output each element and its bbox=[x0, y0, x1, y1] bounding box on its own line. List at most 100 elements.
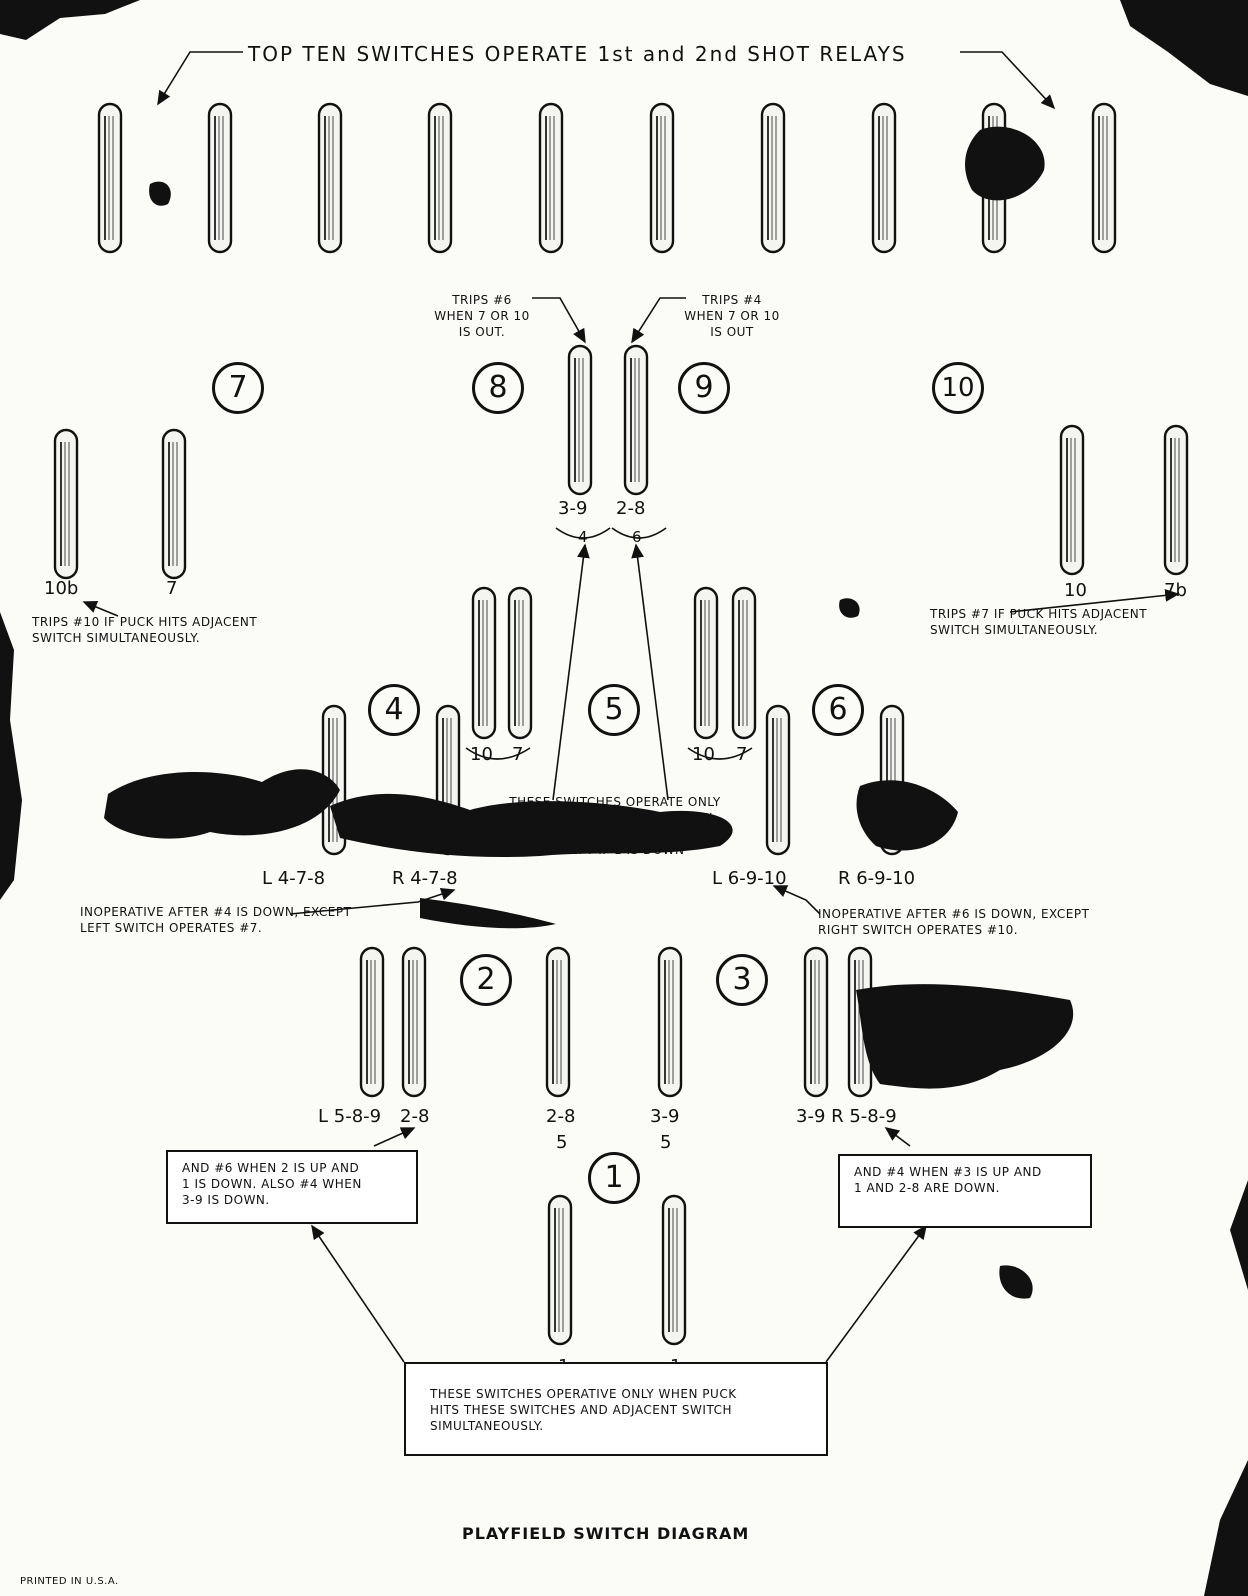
label-10-group5-right: 10 bbox=[692, 744, 715, 765]
note-box-bottom-line: SIMULTANEOUSLY. bbox=[430, 1419, 544, 1433]
note-box-bottom: THESE SWITCHES OPERATIVE ONLY WHEN PUCK … bbox=[404, 1362, 828, 1456]
note-trips-4-line: TRIPS #4 bbox=[702, 293, 762, 307]
note-box-bottom-line: HITS THESE SWITCHES AND ADJACENT SWITCH bbox=[430, 1403, 732, 1417]
arc-2-8 bbox=[611, 527, 667, 539]
note-center-line: THESE SWITCHES OPERATE ONLY bbox=[509, 795, 721, 809]
switch-pill bbox=[359, 946, 385, 1098]
circle-10: 10 bbox=[932, 362, 984, 414]
stain-band-left bbox=[104, 769, 340, 839]
stain-small-1 bbox=[149, 181, 171, 206]
stain-lower-right bbox=[856, 984, 1074, 1089]
switch-pill bbox=[731, 586, 757, 740]
switch-pill bbox=[471, 586, 497, 740]
stain-corner-br bbox=[1204, 1460, 1248, 1596]
note-trips-10-line: TRIPS #10 IF PUCK HITS ADJACENT bbox=[32, 615, 258, 629]
note-center: THESE SWITCHES OPERATE ONLY WHEN 1 IS DO… bbox=[470, 794, 760, 858]
switch-pill bbox=[97, 102, 123, 254]
label-l-5-8-9: L 5-8-9 bbox=[318, 1106, 382, 1127]
center-leader-left bbox=[552, 543, 590, 801]
switch-pill bbox=[53, 428, 79, 580]
stain-band-right bbox=[856, 780, 958, 851]
note-center-line: EXCEPT IF 1 IS DOWN bbox=[545, 843, 685, 857]
switch-pill bbox=[1163, 424, 1189, 576]
note-inoperative-4: INOPERATIVE AFTER #4 IS DOWN, EXCEPT LEF… bbox=[80, 904, 351, 936]
switch-pill bbox=[317, 102, 343, 254]
center-leader-right bbox=[631, 543, 669, 801]
trips7-leader bbox=[1009, 589, 1180, 613]
switch-pill bbox=[401, 946, 427, 1098]
switch-pill bbox=[427, 102, 453, 254]
note-trips-4: TRIPS #4 WHEN 7 OR 10 IS OUT bbox=[662, 292, 802, 340]
label-5-center-left: 5 bbox=[556, 1132, 568, 1153]
label-3-9-center: 3-9 bbox=[650, 1106, 680, 1127]
box-bottom-leader-right bbox=[825, 1224, 927, 1363]
switch-pill bbox=[693, 586, 719, 740]
label-7-group5-left: 7 bbox=[512, 744, 524, 765]
switch-pill bbox=[657, 946, 683, 1098]
trips10-leader bbox=[82, 600, 119, 617]
stain-left-edge bbox=[0, 612, 22, 900]
circle-2: 2 bbox=[460, 954, 512, 1006]
circle-8: 8 bbox=[472, 362, 524, 414]
stain-corner-tr bbox=[1120, 0, 1248, 96]
switch-pill bbox=[623, 344, 649, 496]
switch-pill bbox=[161, 428, 187, 580]
note-trips-7-line: SWITCH SIMULTANEOUSLY. bbox=[930, 623, 1099, 637]
box-left-leader bbox=[373, 1127, 416, 1147]
circle-1: 1 bbox=[588, 1152, 640, 1204]
trips6-leader bbox=[532, 297, 586, 344]
circle-7: 7 bbox=[212, 362, 264, 414]
note-inoperative-4-line: INOPERATIVE AFTER #4 IS DOWN, EXCEPT bbox=[80, 905, 352, 919]
switch-pill bbox=[547, 1194, 573, 1346]
stain-top-right bbox=[965, 126, 1045, 201]
switch-pill bbox=[661, 1194, 687, 1346]
note-trips-4-line: WHEN 7 OR 10 bbox=[684, 309, 780, 323]
footer-printed: PRINTED IN U.S.A. bbox=[20, 1576, 119, 1587]
note-trips-6-line: IS OUT. bbox=[458, 325, 506, 339]
note-box-right-line: AND #4 WHEN #3 IS UP AND bbox=[854, 1165, 1042, 1179]
note-trips-6-line: TRIPS #6 bbox=[452, 293, 512, 307]
arc-3-9 bbox=[555, 527, 611, 539]
label-2-8-left: 2-8 bbox=[400, 1106, 430, 1127]
switch-pill bbox=[803, 946, 829, 1098]
label-6: 6 bbox=[632, 528, 642, 546]
note-trips-10-line: SWITCH SIMULTANEOUSLY. bbox=[32, 631, 201, 645]
note-box-left-text: AND #6 WHEN 2 IS UP AND 1 IS DOWN. ALSO … bbox=[182, 1160, 362, 1208]
label-3-9-r-5-8-9: 3-9 R 5-8-9 bbox=[796, 1106, 897, 1127]
label-r-6-9-10: R 6-9-10 bbox=[838, 868, 916, 889]
title-leader-left bbox=[157, 51, 243, 106]
circle-4: 4 bbox=[368, 684, 420, 736]
inop4-leader bbox=[289, 887, 456, 915]
note-center-line: WHEN 1 IS DOWN. ALSO THEY bbox=[517, 811, 713, 825]
note-box-right-text: AND #4 WHEN #3 IS UP AND 1 AND 2-8 ARE D… bbox=[854, 1164, 1042, 1196]
inop6-leader bbox=[772, 885, 821, 915]
note-trips-6: TRIPS #6 WHEN 7 OR 10 IS OUT. bbox=[412, 292, 552, 340]
note-box-left-line: 1 IS DOWN. ALSO #4 WHEN bbox=[182, 1177, 362, 1191]
note-inoperative-6: INOPERATIVE AFTER #6 IS DOWN, EXCEPT RIG… bbox=[818, 906, 1089, 938]
switch-pill bbox=[567, 344, 593, 496]
label-l-6-9-10: L 6-9-10 bbox=[712, 868, 787, 889]
note-trips-6-line: WHEN 7 OR 10 bbox=[434, 309, 530, 323]
arc-10-7-left bbox=[465, 747, 531, 760]
circle-9: 9 bbox=[678, 362, 730, 414]
switch-pill bbox=[649, 102, 675, 254]
footer-title: PLAYFIELD SWITCH DIAGRAM bbox=[462, 1524, 750, 1543]
circle-3: 3 bbox=[716, 954, 768, 1006]
switch-pill bbox=[760, 102, 786, 254]
stain-streak bbox=[420, 898, 556, 929]
note-inoperative-6-line: RIGHT SWITCH OPERATES #10. bbox=[818, 923, 1019, 937]
title-leader-right bbox=[960, 51, 1056, 110]
note-trips-4-line: IS OUT bbox=[710, 325, 754, 339]
switch-pill bbox=[507, 586, 533, 740]
switch-pill bbox=[538, 102, 564, 254]
box-bottom-leader-left bbox=[311, 1224, 405, 1363]
trips4-leader bbox=[631, 297, 686, 344]
stain-small-2 bbox=[839, 598, 860, 618]
label-10-right: 10 bbox=[1064, 580, 1087, 601]
note-box-bottom-text: THESE SWITCHES OPERATIVE ONLY WHEN PUCK … bbox=[430, 1386, 737, 1434]
note-center-line: ARE INOPERATIVE bbox=[557, 827, 672, 841]
note-trips-10: TRIPS #10 IF PUCK HITS ADJACENT SWITCH S… bbox=[32, 614, 257, 646]
note-box-right: AND #4 WHEN #3 IS UP AND 1 AND 2-8 ARE D… bbox=[838, 1154, 1092, 1228]
stain-small-3 bbox=[999, 1265, 1033, 1299]
